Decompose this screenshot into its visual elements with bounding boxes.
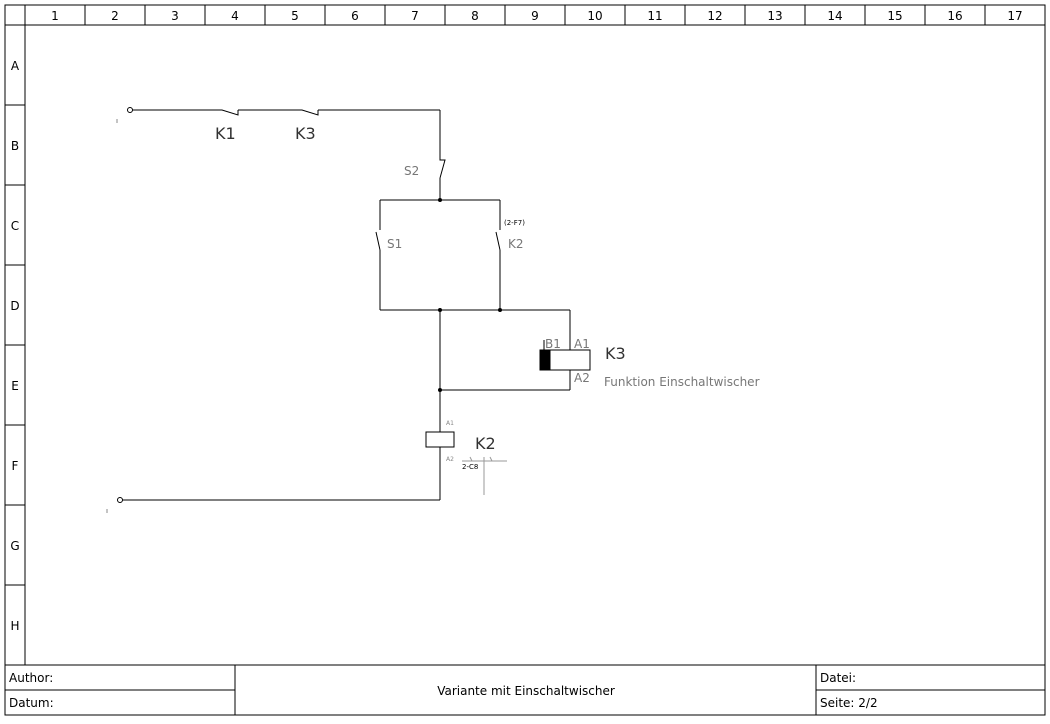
- row-letter-a: A: [11, 59, 20, 73]
- s1-tag: S1: [387, 237, 402, 251]
- k3-a1-label: A1: [574, 337, 590, 351]
- row-letter-c: C: [11, 219, 19, 233]
- bottom-input-terminal: [117, 497, 123, 503]
- row-letter-h: H: [10, 619, 19, 633]
- k3-coil-delay-marker: [539, 349, 551, 371]
- junction-dot: [438, 198, 442, 202]
- column-number-8: 8: [471, 9, 479, 23]
- k3-a2-label: A2: [574, 371, 590, 385]
- column-number-9: 9: [531, 9, 539, 23]
- column-number-7: 7: [411, 9, 419, 23]
- junction-dot: [498, 308, 502, 312]
- circuit-wiring: [117, 107, 591, 503]
- row-letter-g: G: [10, 539, 19, 553]
- row-letter-d: D: [10, 299, 19, 313]
- mirror-tick: [469, 456, 473, 462]
- column-number-16: 16: [947, 9, 962, 23]
- column-number-1: 1: [51, 9, 59, 23]
- k2-coil-tag: K2: [475, 434, 496, 453]
- k3-b1-label: B1: [545, 337, 561, 351]
- row-grid: A B C D E F G H: [5, 59, 25, 633]
- column-number-14: 14: [827, 9, 842, 23]
- mirror-tick: [489, 456, 493, 462]
- title-block: [5, 665, 1045, 715]
- sheet-border: [4, 4, 1046, 716]
- column-number-2: 2: [111, 9, 119, 23]
- k2-contact-reference: (2-F7): [504, 219, 525, 227]
- s1-no-contact: [375, 231, 381, 251]
- row-letter-f: F: [12, 459, 19, 473]
- row-letter-b: B: [11, 139, 19, 153]
- column-number-13: 13: [767, 9, 782, 23]
- junction-dot: [438, 388, 442, 392]
- k1-nc-contact: [210, 109, 239, 116]
- column-number-10: 10: [587, 9, 602, 23]
- k3-coil-tag: K3: [605, 344, 626, 363]
- k2-a1-label: A1: [446, 420, 454, 427]
- s2-tag: S2: [404, 164, 419, 178]
- junction-dot: [438, 308, 442, 312]
- column-number-5: 5: [291, 9, 299, 23]
- k3-contact-tag: K3: [295, 124, 316, 143]
- column-number-3: 3: [171, 9, 179, 23]
- date-label: Datum:: [9, 696, 54, 710]
- top-input-terminal: [127, 107, 133, 113]
- k2-contact-mirror: [462, 456, 507, 495]
- k3-nc-contact: [290, 109, 319, 116]
- column-number-12: 12: [707, 9, 722, 23]
- k2-coil-body: [425, 431, 455, 448]
- k2-contact-tag: K2: [508, 237, 524, 251]
- s2-nc-contact: [439, 150, 446, 179]
- k2-cross-reference: 2-C8: [462, 463, 478, 471]
- column-number-6: 6: [351, 9, 359, 23]
- column-number-11: 11: [647, 9, 662, 23]
- file-label: Datei:: [820, 671, 856, 685]
- column-number-4: 4: [231, 9, 239, 23]
- k2-no-contact: [495, 231, 501, 251]
- k1-contact-tag: K1: [215, 124, 236, 143]
- column-number-15: 15: [887, 9, 902, 23]
- column-number-17: 17: [1007, 9, 1022, 23]
- row-letter-e: E: [11, 379, 19, 393]
- k2-a2-label: A2: [446, 456, 454, 463]
- drawing-title: Variante mit Einschaltwischer: [437, 684, 615, 698]
- k3-coil-description: Funktion Einschaltwischer: [604, 375, 760, 389]
- junction-dots: [438, 198, 502, 392]
- page-label: Seite: 2/2: [820, 696, 878, 710]
- author-label: Author:: [9, 671, 53, 685]
